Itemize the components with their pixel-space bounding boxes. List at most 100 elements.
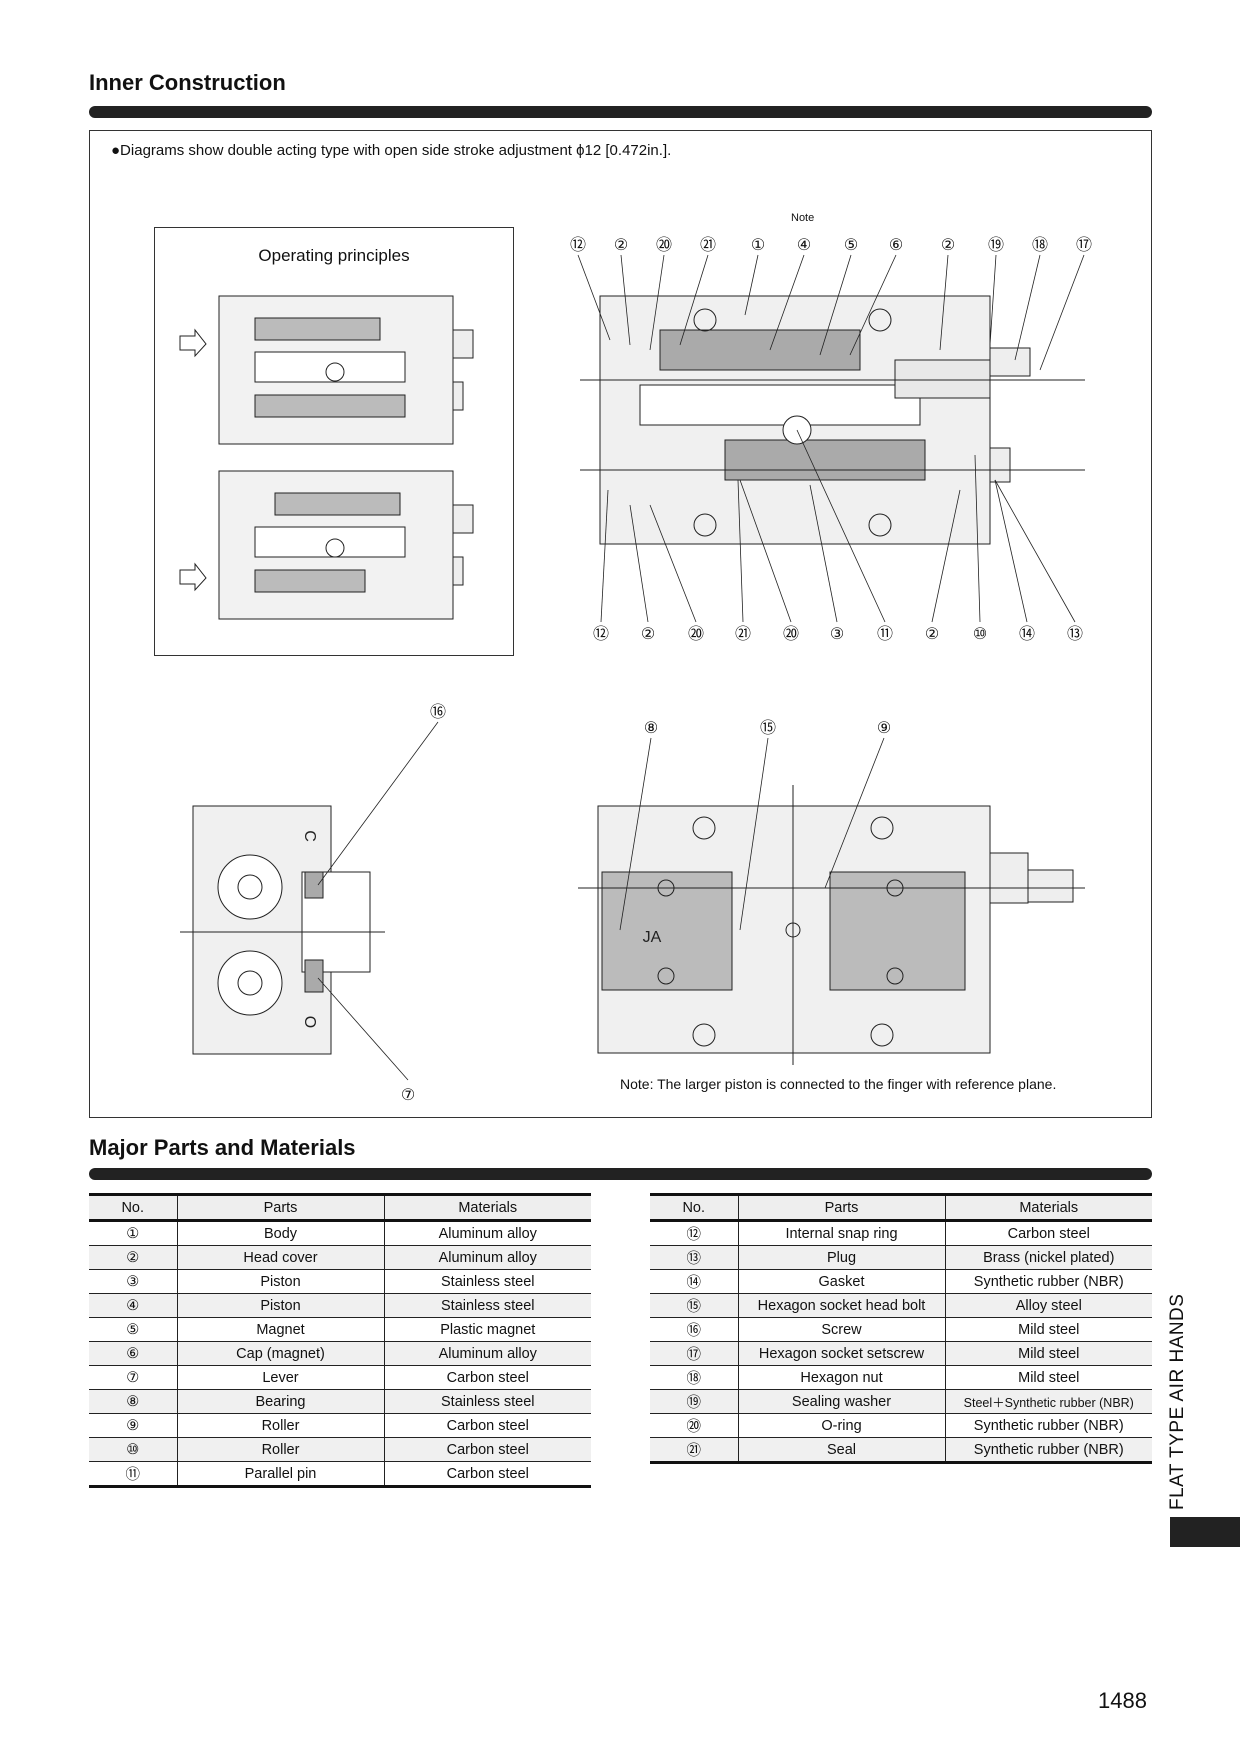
part-callout: ④ [797, 237, 811, 254]
side-tab-label: FLAT TYPE AIR HANDS [1167, 1293, 1188, 1510]
part-material: Synthetic rubber (NBR) [944, 1269, 1152, 1294]
part-callout: ⑱ [1032, 236, 1048, 254]
piston-note: Note: The larger piston is connected to … [620, 1076, 1057, 1092]
part-material: Stainless steel [383, 1293, 591, 1318]
part-name: Internal snap ring [737, 1220, 945, 1246]
part-material: Carbon steel [944, 1220, 1152, 1246]
part-number: ② [89, 1245, 177, 1270]
part-callout: ⑲ [988, 236, 1004, 254]
part-number: ⑥ [89, 1341, 177, 1366]
part-material: Mild steel [944, 1317, 1152, 1342]
part-material: Steel＋Synthetic rubber (NBR) [944, 1389, 1152, 1414]
part-name: O-ring [737, 1413, 945, 1438]
part-callout: ⑫ [593, 625, 609, 643]
part-callout: ⑬ [1067, 625, 1083, 643]
part-callout: ② [614, 237, 628, 254]
section-title-parts-materials: Major Parts and Materials [89, 1135, 356, 1160]
part-number: ⑬ [650, 1245, 738, 1270]
part-number: ⑯ [650, 1317, 738, 1342]
part-material: Mild steel [944, 1365, 1152, 1390]
part-number: ⑪ [89, 1461, 177, 1488]
operating-principles-box: Operating principles [154, 227, 514, 656]
part-callout: ⑳ [688, 625, 704, 643]
part-material: Mild steel [944, 1341, 1152, 1366]
part-material: Carbon steel [383, 1365, 591, 1390]
part-name: Hexagon nut [737, 1365, 945, 1390]
plan-view [578, 785, 1085, 1065]
col-parts: Parts [737, 1193, 945, 1222]
page-number: 1488 [1098, 1688, 1147, 1713]
part-name: Hexagon socket setscrew [737, 1341, 945, 1366]
part-callout: ⑰ [1076, 236, 1092, 254]
part-callout: ③ [830, 626, 844, 643]
side-tab-marker [1170, 1517, 1240, 1547]
part-material: Plastic magnet [383, 1317, 591, 1342]
col-materials: Materials [383, 1193, 591, 1222]
part-callout: ⑫ [570, 236, 586, 254]
part-callout: ② [941, 237, 955, 254]
part-name: Body [176, 1220, 384, 1246]
part-material: Synthetic rubber (NBR) [944, 1413, 1152, 1438]
part-number: ⑮ [650, 1293, 738, 1318]
part-number: ③ [89, 1269, 177, 1294]
col-no: No. [89, 1193, 177, 1222]
part-name: Roller [176, 1437, 384, 1462]
part-number: ⑧ [89, 1389, 177, 1414]
part-name: Sealing washer [737, 1389, 945, 1414]
part-name: Seal [737, 1437, 945, 1464]
part-material: Aluminum alloy [383, 1245, 591, 1270]
part-material: Stainless steel [383, 1269, 591, 1294]
part-name: Parallel pin [176, 1461, 384, 1488]
part-material: Carbon steel [383, 1413, 591, 1438]
section-divider [89, 1168, 1152, 1180]
lever-mark-o: O [301, 1016, 318, 1028]
part-callout: ⑯ [430, 703, 446, 721]
part-number: ⑩ [89, 1437, 177, 1462]
part-callout: ⑳ [783, 625, 799, 643]
op-diagram-1 [179, 295, 474, 445]
part-callout: ⑮ [760, 719, 776, 737]
side-view [180, 805, 385, 1055]
part-material: Aluminum alloy [383, 1341, 591, 1366]
part-name: Cap (magnet) [176, 1341, 384, 1366]
part-callout: ⑭ [1019, 625, 1035, 643]
col-materials: Materials [944, 1193, 1152, 1222]
col-parts: Parts [176, 1193, 384, 1222]
part-name: Magnet [176, 1317, 384, 1342]
part-number: ⑱ [650, 1365, 738, 1390]
operating-principles-title: Operating principles [258, 246, 410, 265]
part-name: Lever [176, 1365, 384, 1390]
part-name: Roller [176, 1413, 384, 1438]
part-name: Hexagon socket head bolt [737, 1293, 945, 1318]
part-number: ⑰ [650, 1341, 738, 1366]
section-title-inner-construction: Inner Construction [89, 70, 286, 95]
part-callout: ⑧ [644, 720, 658, 737]
part-name: Gasket [737, 1269, 945, 1294]
part-material: Stainless steel [383, 1389, 591, 1414]
part-number: ㉑ [650, 1437, 738, 1464]
part-number: ⑲ [650, 1389, 738, 1414]
part-callout: ② [641, 626, 655, 643]
note-marker: Note [791, 212, 815, 224]
plan-marking: JA [643, 929, 662, 946]
op-diagram-2 [179, 470, 474, 620]
part-name: Bearing [176, 1389, 384, 1414]
part-material: Synthetic rubber (NBR) [944, 1437, 1152, 1464]
part-number: ④ [89, 1293, 177, 1318]
part-name: Piston [176, 1269, 384, 1294]
part-number: ⑳ [650, 1413, 738, 1438]
